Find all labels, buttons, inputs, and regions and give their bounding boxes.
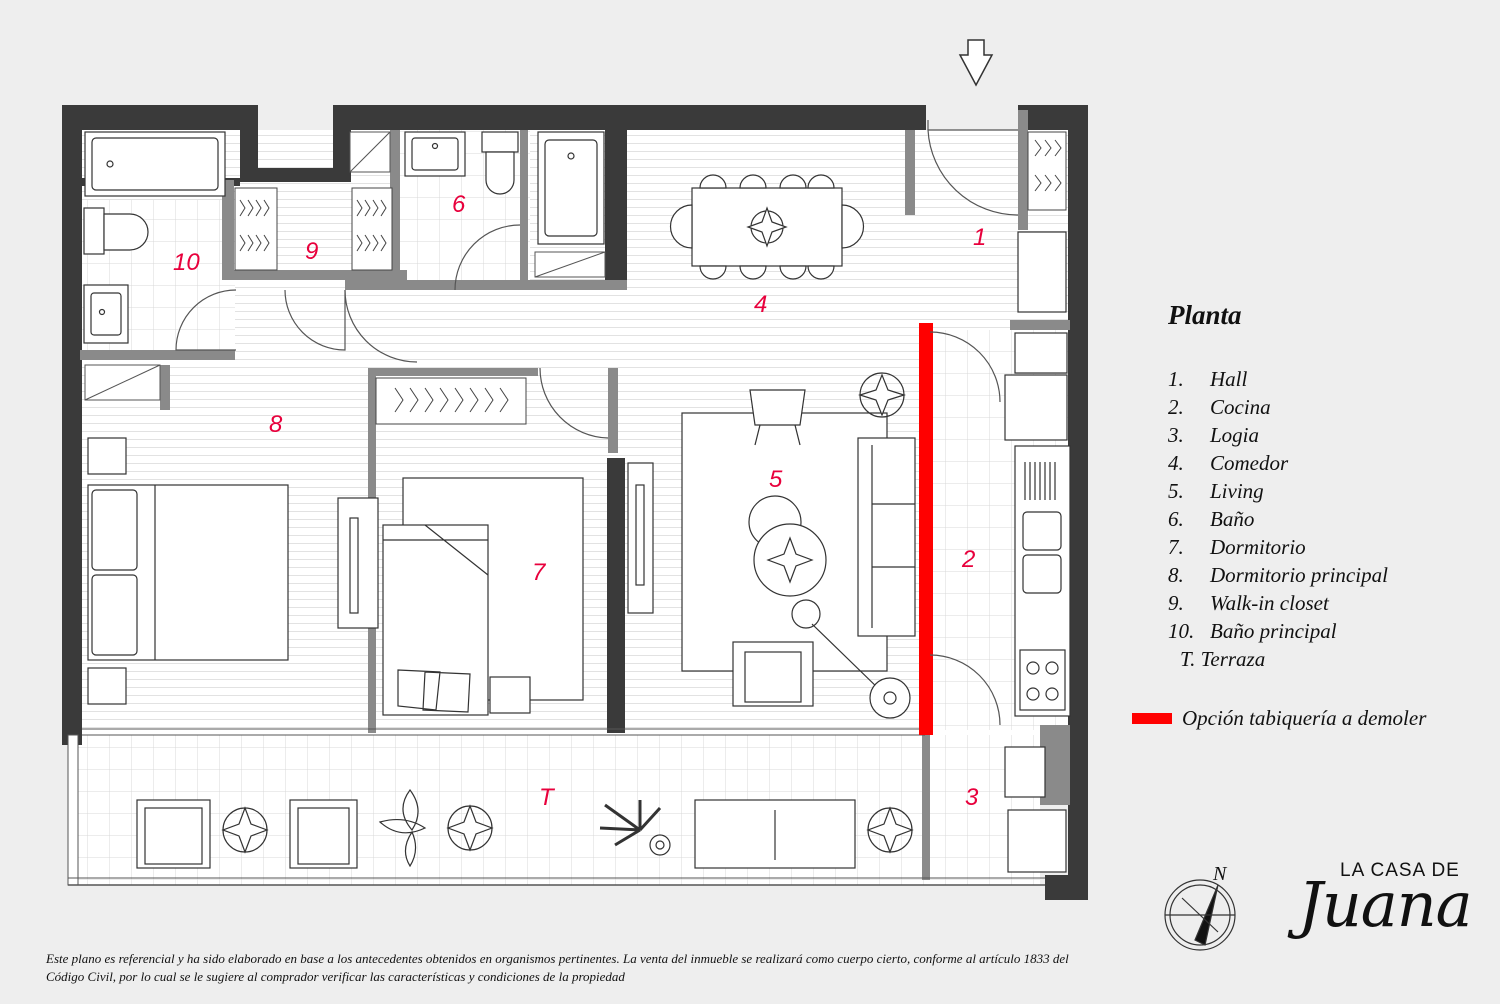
legend-demolish: Opción tabiquería a demoler [1132, 706, 1426, 731]
legend-item: 6. Baño [1168, 505, 1488, 533]
demolish-wall [919, 323, 933, 735]
legend-item: 3. Logia [1168, 421, 1488, 449]
legend-item-label: Terraza [1200, 647, 1266, 671]
legend-item-label: Hall [1210, 367, 1248, 391]
disclaimer: Este plano es referencial y ha sido elab… [46, 951, 1069, 984]
legend-item-number: 1. [1168, 367, 1184, 391]
compass-north-label: N [1212, 863, 1228, 885]
legend-item: 5. Living [1168, 477, 1488, 505]
terrace-furniture-icon [136, 788, 914, 869]
legend-item-number: 4. [1168, 451, 1184, 475]
legend-item-number: 3. [1168, 423, 1184, 447]
closet-icon [234, 131, 1067, 425]
single-bed-icon [337, 462, 654, 716]
sink-icon [83, 284, 129, 344]
demolish-label: Opción tabiquería a demoler [1182, 706, 1427, 730]
plant-icon [857, 372, 907, 418]
bathtub-icon-2 [537, 131, 605, 245]
demolish-swatch [1132, 713, 1172, 724]
legend-item: 1. Hall [1168, 365, 1488, 393]
kitchen-counter-icon [1004, 231, 1071, 873]
legend-item-label: Living [1210, 479, 1264, 503]
legend-item: 2. Cocina [1168, 393, 1488, 421]
legend-item-number: 6. [1168, 507, 1184, 531]
legend-item-number: 5. [1168, 479, 1184, 503]
room-label-3: 3 [965, 784, 979, 811]
legend: Planta 1. Hall 2. Cocina 3. Logia 4. Comedor… [1168, 300, 1488, 673]
door-swings [175, 120, 1019, 726]
room-label-2: 2 [961, 546, 975, 573]
legend-item-label: Dormitorio [1210, 535, 1306, 559]
toilet-icon-2 [481, 131, 519, 195]
legend-item-number: 8. [1168, 563, 1184, 587]
legend-item-label: Baño principal [1210, 619, 1337, 643]
room-label-10: 10 [173, 249, 200, 276]
legend-item-label: Baño [1210, 507, 1255, 531]
room-label-4: 4 [754, 291, 767, 318]
legend-item-number: 7. [1168, 535, 1184, 559]
room-label-t: T [539, 784, 556, 811]
legend-item-number: 2. [1168, 395, 1184, 419]
legend-list: 1. Hall 2. Cocina 3. Logia 4. Comedor 5. Livi… [1168, 365, 1488, 673]
entrance-arrow-icon [958, 39, 994, 87]
room-label-6: 6 [452, 191, 466, 218]
room-label-8: 8 [269, 411, 283, 438]
shower-icon [84, 131, 606, 401]
room-label-5: 5 [769, 466, 783, 493]
legend-item: 10. Baño principal [1168, 617, 1488, 645]
legend-item: 7. Dormitorio [1168, 533, 1488, 561]
legend-item-number: 10. [1168, 619, 1195, 643]
legend-item-label: Dormitorio principal [1210, 563, 1388, 587]
room-label-9: 9 [305, 238, 318, 265]
dining-table-icon [669, 174, 865, 280]
brand-name: LA CASA DE [1340, 860, 1460, 881]
legend-item: T. Terraza [1168, 645, 1488, 673]
legend-item-number: T. [1180, 647, 1196, 671]
legend-item-label: Logia [1210, 423, 1260, 447]
legend-item-label: Walk-in closet [1210, 591, 1329, 615]
legend-item: 9. Walk-in closet [1168, 589, 1488, 617]
exterior-walls [62, 105, 1088, 900]
legend-item-label: Cocina [1210, 395, 1271, 419]
double-bed-icon [87, 437, 289, 705]
legend-item-number: 9. [1168, 591, 1184, 615]
living-furniture-icon [681, 372, 916, 719]
sink-icon-2 [404, 131, 466, 177]
brand-logo: Juana [1298, 868, 1473, 941]
bathtub-icon [84, 131, 226, 197]
room-labels: 1 2 3 4 5 6 7 8 9 10 T [173, 191, 986, 811]
room-label-7: 7 [532, 559, 547, 586]
room-label-1: 1 [973, 224, 986, 251]
legend-item-label: Comedor [1210, 451, 1289, 475]
legend-item: 8. Dormitorio principal [1168, 561, 1488, 589]
legend-title: Planta [1168, 300, 1242, 330]
compass-icon [1164, 879, 1236, 951]
toilet-icon [83, 207, 149, 255]
legend-item: 4. Comedor [1168, 449, 1488, 477]
